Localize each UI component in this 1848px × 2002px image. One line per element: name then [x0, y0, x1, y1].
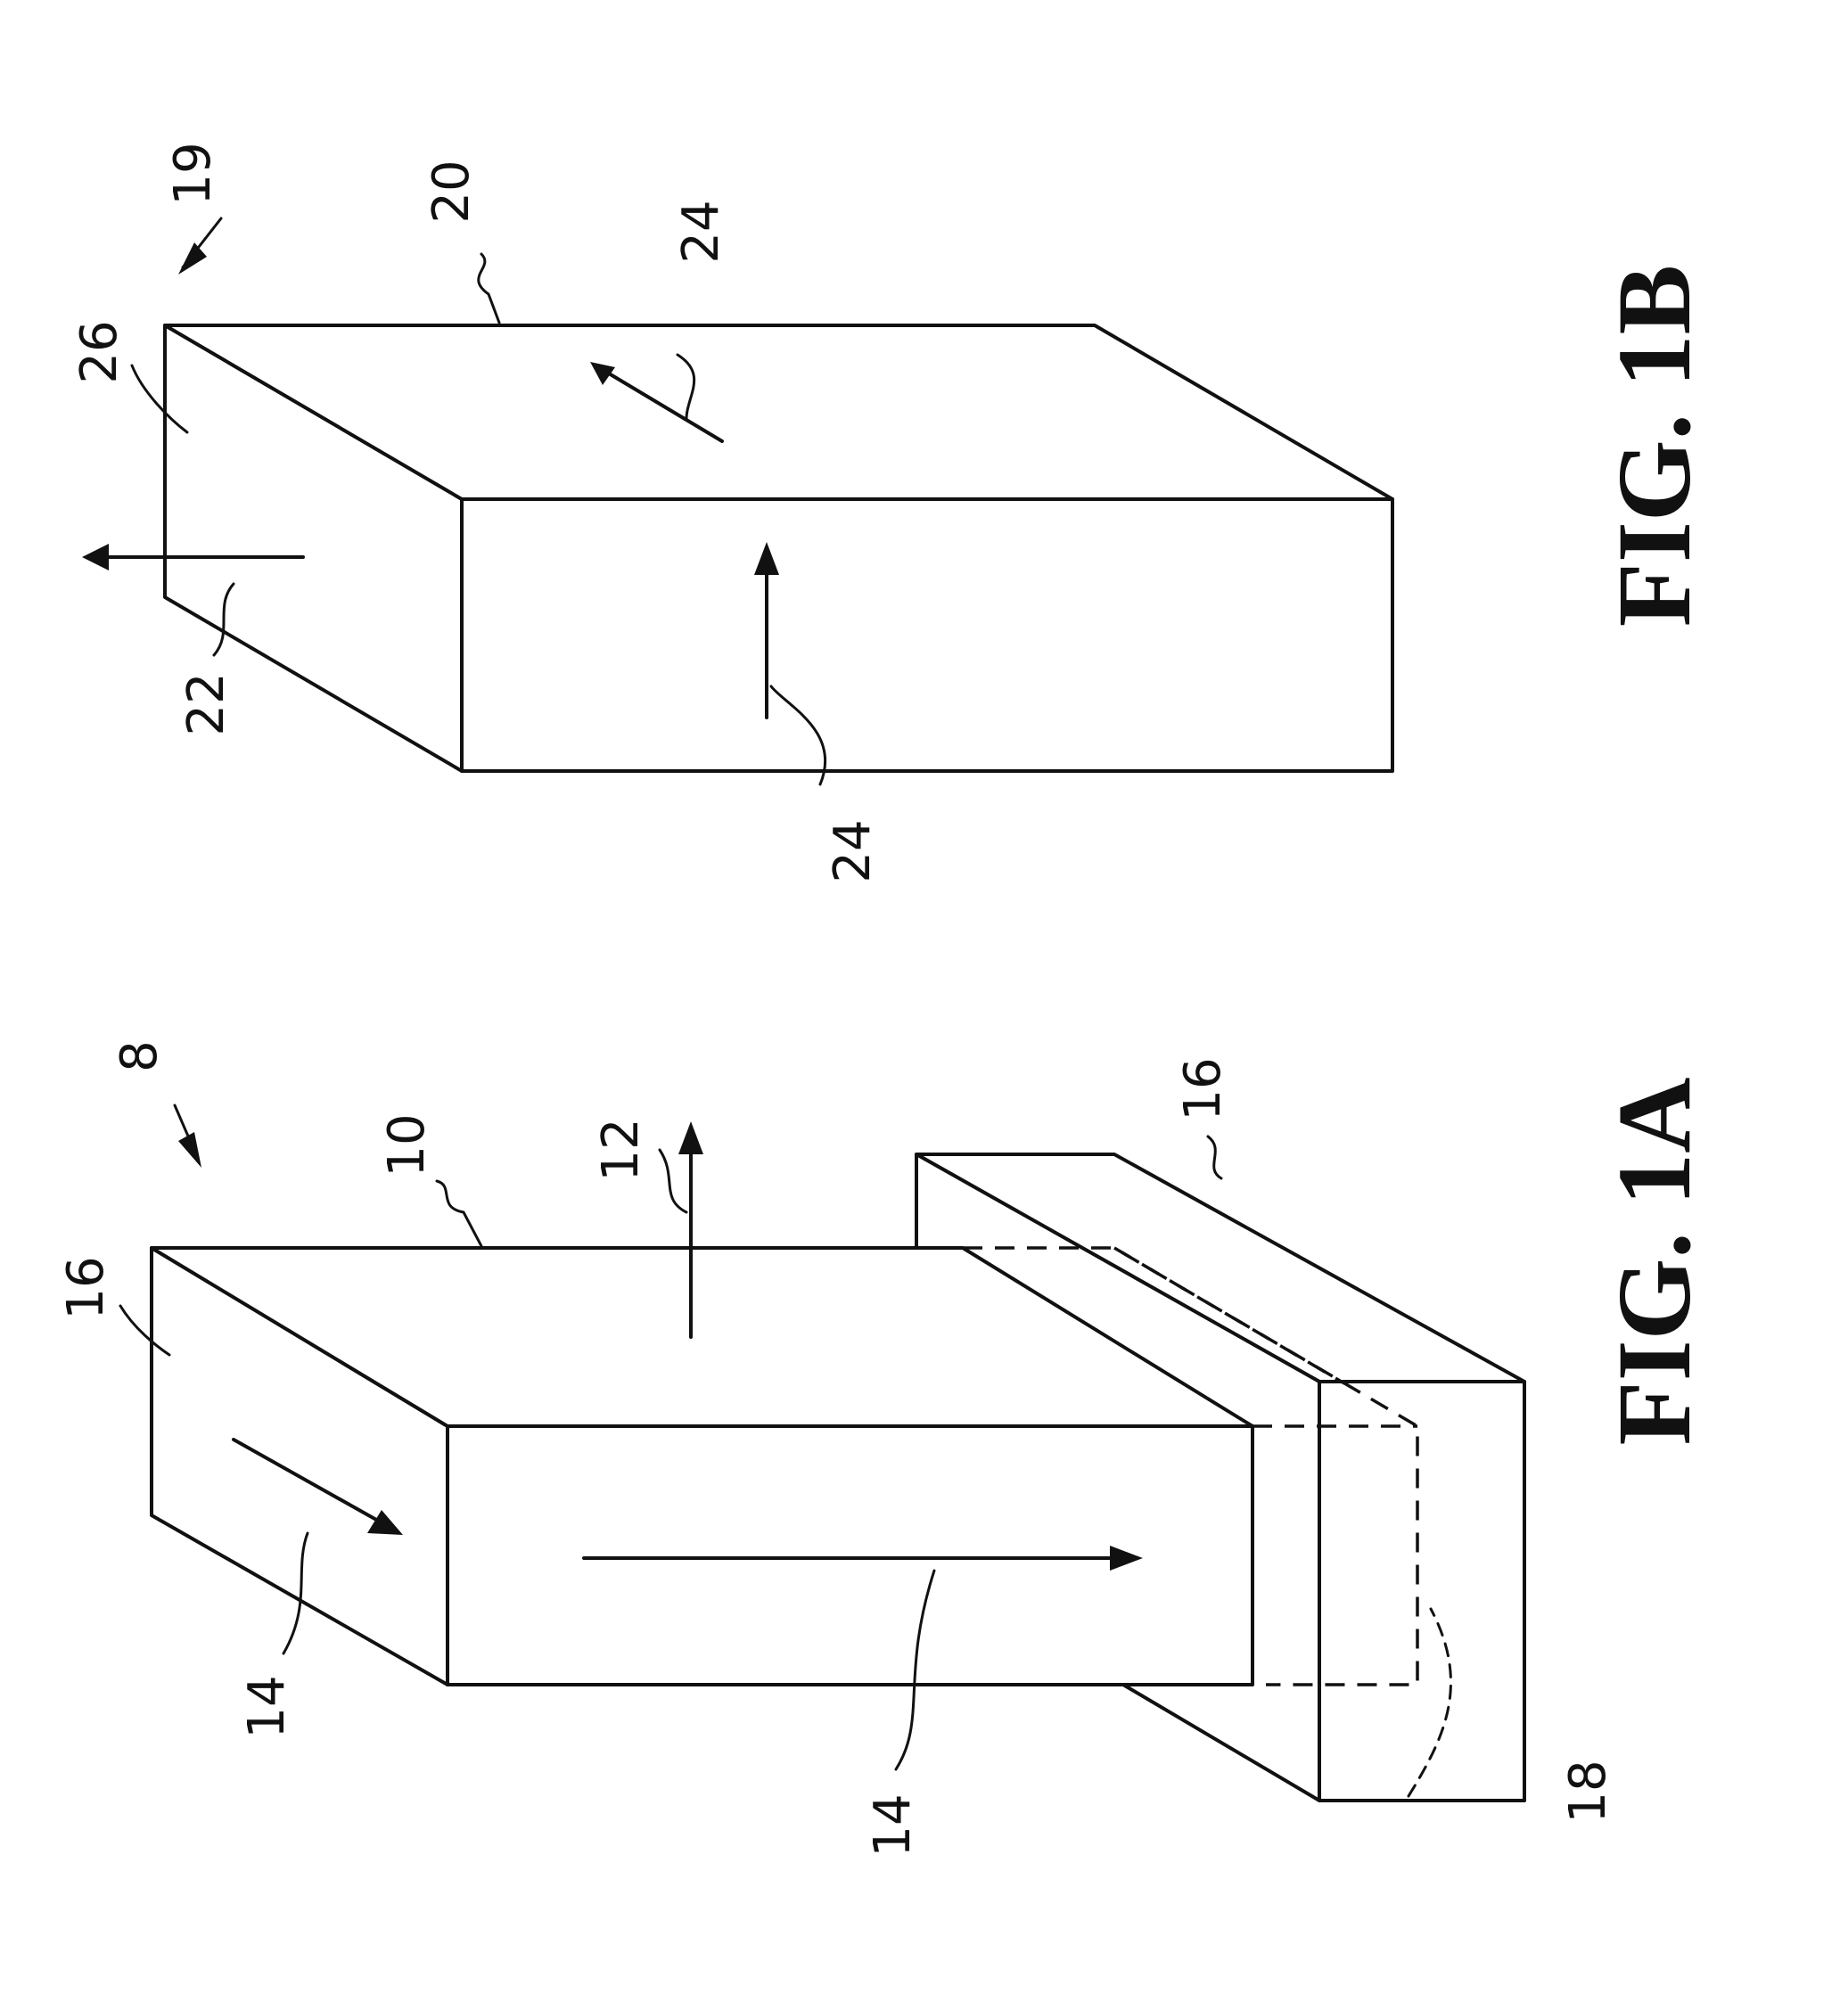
fig-1a-leader-8-arrowhead — [178, 1132, 201, 1168]
fig-1a-leader-12 — [660, 1150, 686, 1212]
fig-1a: 8 10 12 16 16 14 14 18 FIG. 1A — [57, 1040, 1712, 1857]
fig-1b-magnet-block — [165, 325, 1392, 771]
fig-1a-leader-10 — [437, 1181, 481, 1246]
fig-1b-ref-24-side: 24 — [672, 200, 730, 263]
fig-1a-ref-8: 8 — [111, 1040, 168, 1072]
fig-1b-leader-20 — [479, 254, 499, 323]
fig-1a-ref-18: 18 — [1559, 1760, 1617, 1823]
fig-1b-front-face — [462, 499, 1392, 771]
fig-1a-leader-16-support — [1208, 1136, 1221, 1178]
fig-1b-ref-24-front: 24 — [824, 819, 882, 882]
fig-1a-ref-16-support: 16 — [1174, 1057, 1232, 1120]
fig-1a-label: FIG. 1A — [1596, 1078, 1712, 1446]
fig-1b-ref-22: 22 — [177, 672, 235, 735]
fig-1b-leader-19-arrowhead — [178, 242, 207, 275]
fig-1a-support-front-face — [1319, 1382, 1524, 1801]
fig-1b-ref-26: 26 — [70, 320, 128, 383]
fig-1b: 19 20 26 22 24 24 FIG. 1B — [70, 142, 1712, 882]
fig-1a-ref-12: 12 — [592, 1118, 650, 1181]
fig-1b-label: FIG. 1B — [1596, 265, 1712, 628]
fig-1a-ref-14-front: 14 — [864, 1793, 922, 1857]
fig-1b-ref-20: 20 — [423, 160, 480, 223]
fig-1a-ref-14-top: 14 — [238, 1675, 296, 1738]
fig-1a-ref-10: 10 — [378, 1113, 436, 1177]
fig-1b-ref-19: 19 — [164, 142, 222, 205]
fig-1a-ref-16-top: 16 — [57, 1256, 115, 1319]
